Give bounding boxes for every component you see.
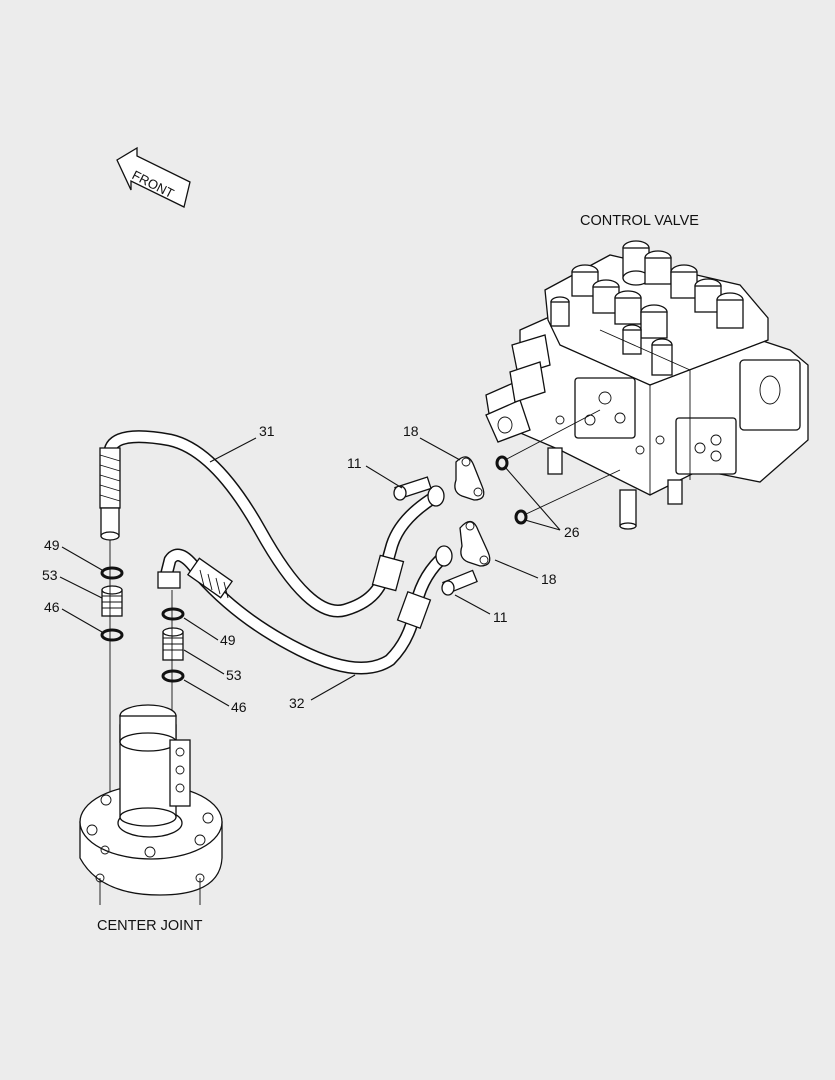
control-valve-label: CONTROL VALVE <box>580 213 699 229</box>
callout-31: 31 <box>259 423 275 439</box>
flange-lower <box>441 509 528 596</box>
fitting-stack-left <box>100 540 124 805</box>
valve-caps <box>550 240 744 376</box>
o-ring-49b <box>161 607 185 621</box>
hose-31 <box>99 430 445 618</box>
callout-11a: 11 <box>347 455 362 471</box>
flange-upper <box>393 455 509 501</box>
control-valve <box>485 240 809 530</box>
o-ring-26b <box>514 509 528 525</box>
center-joint-label: CENTER JOINT <box>97 918 203 934</box>
callout-53a: 53 <box>42 567 58 583</box>
callout-18b: 18 <box>541 571 557 587</box>
o-ring-49a <box>100 566 124 580</box>
callout-11b: 11 <box>493 609 508 625</box>
hose-32 <box>157 545 453 675</box>
center-joint <box>79 704 223 905</box>
callout-32: 32 <box>289 695 305 711</box>
callout-49b: 49 <box>220 632 236 648</box>
callout-49a: 49 <box>44 537 60 553</box>
callout-26: 26 <box>564 524 580 540</box>
o-ring-46b <box>161 669 185 683</box>
front-arrow: FRONT <box>116 146 191 208</box>
callout-53b: 53 <box>226 667 242 683</box>
callout-18a: 18 <box>403 423 419 439</box>
o-ring-46a <box>100 628 124 642</box>
callout-46a: 46 <box>44 599 60 615</box>
o-ring-26a <box>495 455 509 471</box>
callout-46b: 46 <box>231 699 247 715</box>
